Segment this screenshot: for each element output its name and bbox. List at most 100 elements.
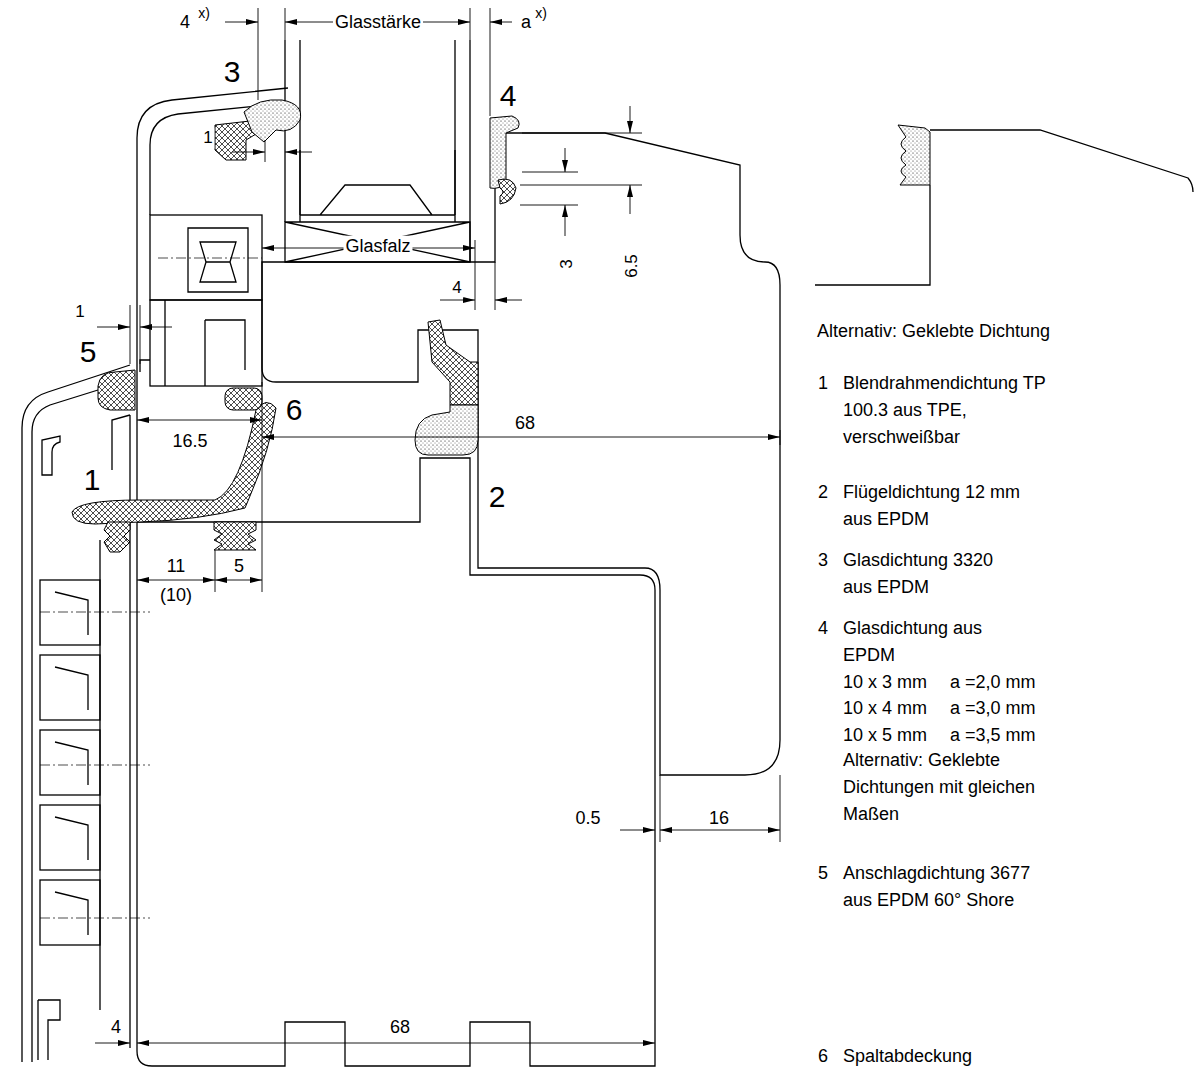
seal-description: Anschlagdichtung 3677 aus EPDM 60° Shore bbox=[843, 860, 1053, 914]
dimension-value: 4 bbox=[450, 278, 463, 298]
extension-line bbox=[660, 775, 780, 842]
inset-profile bbox=[815, 130, 1193, 285]
frame-seal bbox=[72, 402, 276, 524]
note-text: Alternativ: Geklebte Dichtungen mit glei… bbox=[843, 747, 1058, 828]
extension-line bbox=[130, 305, 140, 364]
dimension-value: a bbox=[519, 12, 533, 33]
seal-description: Spaltabdeckung bbox=[843, 1046, 972, 1067]
dimension-line bbox=[495, 300, 522, 301]
dimension-line bbox=[565, 205, 566, 236]
sash-seal-bulb bbox=[415, 405, 478, 455]
callout-number: 6 bbox=[286, 393, 303, 428]
dimension-value: (10) bbox=[158, 585, 194, 606]
dimension-value: 68 bbox=[388, 1017, 412, 1038]
frame-cladding bbox=[38, 1000, 60, 1060]
table-cell: 10 x 4 mm bbox=[843, 698, 927, 719]
centerline bbox=[40, 612, 150, 918]
frame-cladding bbox=[42, 436, 60, 475]
dimension-value: Glasstärke bbox=[333, 12, 423, 33]
cladding-web bbox=[55, 592, 88, 935]
dimension-line bbox=[137, 580, 215, 581]
dimension-line bbox=[232, 152, 265, 153]
dimension-line bbox=[565, 148, 566, 172]
cladding-chamber bbox=[40, 655, 100, 720]
frame-cladding bbox=[22, 365, 130, 1062]
glass-pane bbox=[285, 40, 470, 262]
dimension-line bbox=[137, 420, 262, 421]
dimension-line bbox=[660, 830, 780, 831]
callout-number: 4 bbox=[500, 79, 517, 114]
cladding-chambers bbox=[40, 580, 150, 945]
dimension-value: 16 bbox=[707, 808, 731, 829]
list-number: 3 bbox=[818, 550, 828, 571]
sash-chamber bbox=[150, 215, 262, 300]
glass-spacer bbox=[300, 150, 455, 215]
seal-description: Blendrahmendichtung TP 100.3 aus TPE, ve… bbox=[843, 370, 1068, 451]
dimension-line bbox=[630, 106, 631, 133]
dimensions bbox=[95, 8, 780, 1043]
sash-cover-inner bbox=[150, 106, 258, 215]
table-cell: a =3,0 mm bbox=[950, 698, 1036, 719]
dimension-line bbox=[490, 22, 512, 23]
dimension-value: 6.5 bbox=[622, 252, 642, 280]
stop-seal bbox=[98, 370, 135, 410]
frame-cladding bbox=[32, 380, 130, 1062]
list-number: 2 bbox=[818, 482, 828, 503]
extension-line bbox=[520, 133, 642, 205]
frame-seal-foot bbox=[104, 522, 130, 552]
dimension-line bbox=[440, 300, 475, 301]
dimension-value: 0.5 bbox=[573, 808, 602, 829]
dimension-line bbox=[215, 580, 262, 581]
cladding-chamber bbox=[40, 805, 100, 870]
table-cell: a =3,5 mm bbox=[950, 725, 1036, 746]
dimension-value: 16.5 bbox=[170, 431, 209, 452]
dimension-value: 3 bbox=[557, 257, 577, 270]
table-cell: a =2,0 mm bbox=[950, 672, 1036, 693]
dimension-note: x) bbox=[198, 5, 210, 21]
dimension-line bbox=[137, 1043, 655, 1044]
dimension-line bbox=[140, 327, 172, 328]
sash-wood bbox=[262, 133, 780, 775]
list-number: 4 bbox=[818, 618, 828, 639]
glass-seal-clip bbox=[498, 179, 516, 204]
gap-cover bbox=[225, 388, 262, 410]
dimension-value: 4 bbox=[109, 1017, 123, 1038]
seal-description: Glasdichtung 3320 aus EPDM bbox=[843, 547, 1008, 601]
dimension-value: 11 bbox=[165, 556, 188, 577]
dimension-line bbox=[97, 327, 130, 328]
dimension-value: 1 bbox=[73, 302, 86, 322]
extension-line bbox=[265, 140, 266, 162]
seal-description: Flügeldichtung 12 mm aus EPDM bbox=[843, 479, 1033, 533]
list-number: 1 bbox=[818, 373, 828, 394]
frame-seal-foot bbox=[214, 522, 256, 550]
dimension-line bbox=[262, 437, 780, 438]
glass-seal-lip bbox=[244, 100, 301, 142]
table-cell: 10 x 5 mm bbox=[843, 725, 927, 746]
dimension-value: 5 bbox=[232, 556, 246, 577]
list-number: 6 bbox=[818, 1046, 828, 1067]
extension-line bbox=[215, 550, 216, 592]
cladding-chamber bbox=[40, 880, 100, 945]
sash-clip bbox=[140, 300, 245, 386]
table-cell: 10 x 3 mm bbox=[843, 672, 927, 693]
dimension-line bbox=[225, 22, 258, 23]
dimension-value: 4 bbox=[178, 12, 192, 33]
dimension-line bbox=[620, 830, 655, 831]
dimension-note: x) bbox=[535, 5, 547, 21]
extension-line bbox=[475, 240, 495, 310]
profile-outline bbox=[22, 40, 1193, 1066]
extension-line bbox=[258, 8, 490, 116]
extension-line bbox=[262, 382, 780, 592]
seal-description: Glasdichtung aus EPDM bbox=[843, 615, 983, 669]
sash-clip bbox=[188, 228, 248, 292]
dimension-value: 1 bbox=[201, 128, 214, 148]
callout-number: 5 bbox=[80, 335, 97, 370]
sash-seal bbox=[428, 320, 478, 405]
callout-number: 2 bbox=[489, 480, 506, 515]
frame-wood bbox=[137, 458, 655, 1066]
cladding-chamber bbox=[40, 580, 100, 645]
centerline bbox=[158, 258, 262, 259]
dimension-value: Glasfalz bbox=[343, 236, 412, 257]
